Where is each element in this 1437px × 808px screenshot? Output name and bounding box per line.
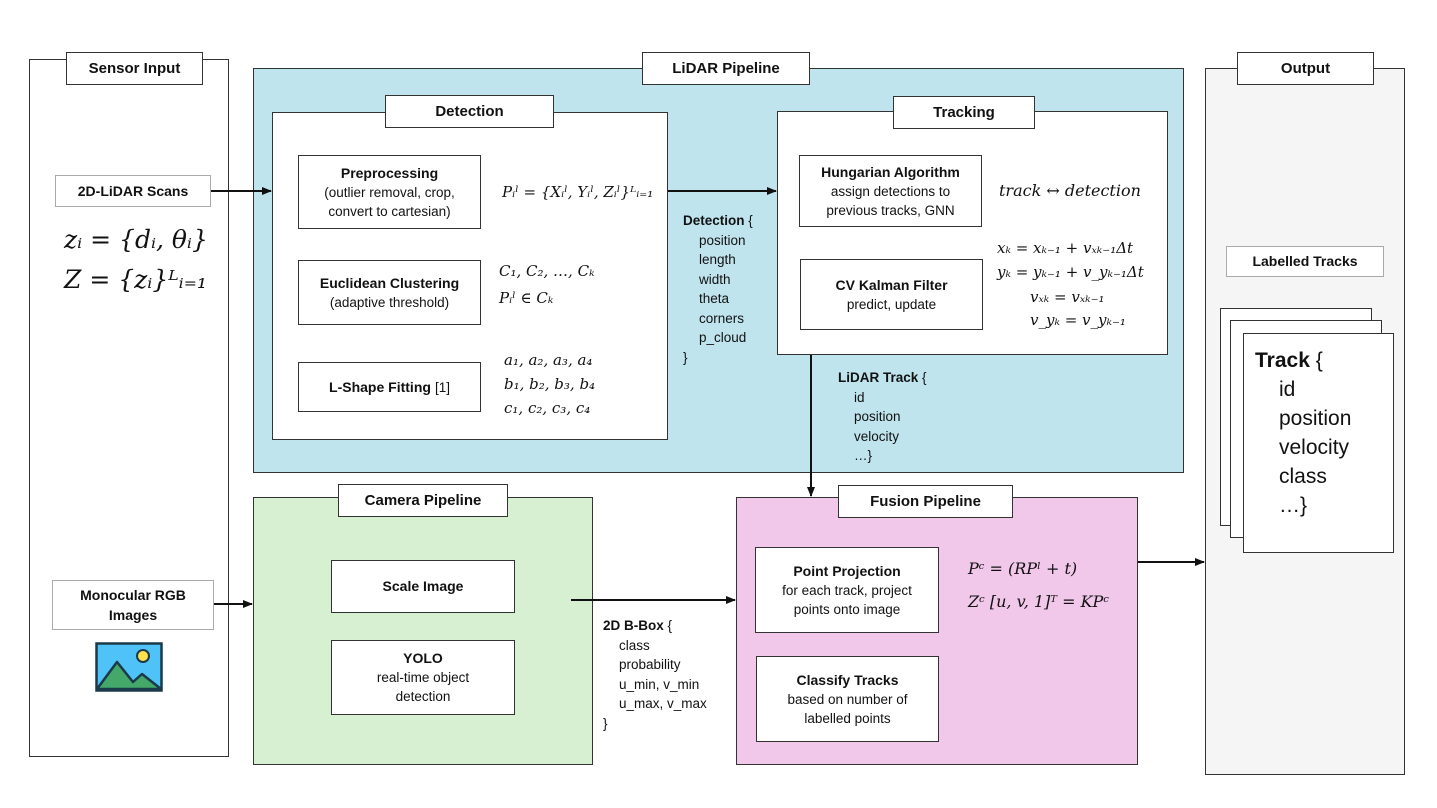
tracking-title: Tracking xyxy=(893,96,1035,129)
bbox-struct-name: 2D B-Box xyxy=(603,618,664,633)
kalman-title: CV Kalman Filter xyxy=(835,276,948,293)
detection-title: Detection xyxy=(385,95,554,128)
scale-image-title: Scale Image xyxy=(382,578,464,594)
clustering-title: Euclidean Clustering xyxy=(319,274,460,291)
preprocessing-step: Preprocessing (outlier removal, crop, co… xyxy=(298,155,481,229)
labelled-tracks-text: Labelled Tracks xyxy=(1252,253,1358,269)
projection-equation-2: Zᶜ [u, v, 1]ᵀ = KPᶜ xyxy=(968,592,1109,611)
detection-field: position xyxy=(699,232,746,248)
scale-image-step: Scale Image xyxy=(331,560,515,613)
sensor-input-title: Sensor Input xyxy=(66,52,203,85)
clustering-step: Euclidean Clustering (adaptive threshold… xyxy=(298,260,481,325)
preprocessing-desc-2: convert to cartesian) xyxy=(328,203,451,219)
track-field: class xyxy=(1279,465,1327,488)
projection-desc-2: points onto image xyxy=(793,601,901,617)
projection-desc-1: for each track, project xyxy=(782,582,912,598)
lidar-scan-equation-2: Z = {zᵢ}ᴸᵢ₌₁ xyxy=(64,265,207,294)
track-field: velocity xyxy=(1279,436,1350,459)
lshape-fitting-step: L-Shape Fitting [1] xyxy=(298,362,481,412)
hungarian-desc-1: assign detections to xyxy=(830,183,951,199)
point-projection-step: Point Projection for each track, project… xyxy=(755,547,939,633)
kalman-desc: predict, update xyxy=(846,296,937,312)
kalman-equation-2: yₖ = yₖ₋₁ + v_yₖ₋₁Δt xyxy=(997,263,1144,281)
output-title: Output xyxy=(1237,52,1374,85)
lidar-pipeline-title: LiDAR Pipeline xyxy=(642,52,810,85)
hungarian-title: Hungarian Algorithm xyxy=(821,163,960,180)
lidar-scan-equation-1: zᵢ = {dᵢ, θᵢ} xyxy=(64,225,208,254)
lidar-track-field: position xyxy=(854,409,901,424)
detection-field: p_cloud xyxy=(699,330,747,345)
lidar-scans-input: 2D-LiDAR Scans xyxy=(55,175,211,207)
yolo-step: YOLO real-time object detection xyxy=(331,640,515,715)
lidar-track-field: velocity xyxy=(854,428,900,444)
preprocessing-desc-1: (outlier removal, crop, xyxy=(324,184,455,200)
rgb-images-label-2: Images xyxy=(108,607,158,623)
yolo-desc-2: detection xyxy=(395,689,451,704)
yolo-title: YOLO xyxy=(403,650,443,666)
bbox-field: class xyxy=(619,637,650,653)
classify-desc-2: labelled points xyxy=(804,710,891,726)
kalman-step: CV Kalman Filter predict, update xyxy=(800,259,983,330)
detection-field: length xyxy=(699,252,736,267)
bbox-field: u_min, v_min xyxy=(619,676,700,692)
track-field: id xyxy=(1279,378,1296,401)
detection-field: width xyxy=(699,271,731,287)
preprocessing-equation: Pᵢˡ = {Xᵢˡ, Yᵢˡ, Zᵢˡ}ᴸᵢ₌₁ xyxy=(502,183,654,201)
bbox-struct-close: } xyxy=(603,715,608,731)
lidar-track-struct-name: LiDAR Track xyxy=(838,370,919,385)
hungarian-step: Hungarian Algorithm assign detections to… xyxy=(799,155,982,227)
yolo-desc-1: real-time object xyxy=(376,670,470,685)
kalman-equation-3: vₓₖ = vₓₖ₋₁ xyxy=(1030,288,1105,306)
classify-tracks-step: Classify Tracks based on number of label… xyxy=(756,656,939,742)
clustering-equation-1: C₁, C₂, …, Cₖ xyxy=(499,262,595,280)
clustering-desc: (adaptive threshold) xyxy=(329,294,450,310)
detection-struct-name: Detection xyxy=(683,213,745,228)
bbox-struct: 2D B-Box { class probability u_min, v_mi… xyxy=(603,616,707,733)
kalman-equation-1: xₖ = xₖ₋₁ + vₓₖ₋₁Δt xyxy=(997,239,1134,257)
image-icon xyxy=(95,642,163,692)
classify-desc-1: based on number of xyxy=(787,691,908,707)
track-field: position xyxy=(1279,407,1352,430)
preprocessing-title: Preprocessing xyxy=(340,164,439,181)
track-struct-close: …} xyxy=(1279,494,1308,517)
bbox-field: probability xyxy=(619,657,681,672)
lshape-equation-c: c₁, c₂, c₃, c₄ xyxy=(504,399,591,417)
rgb-images-input: Monocular RGB Images xyxy=(52,580,214,630)
detection-struct-open: { xyxy=(748,213,753,228)
camera-pipeline-panel xyxy=(253,497,593,765)
detection-field: theta xyxy=(699,291,730,306)
association-equation: track ↔ detection xyxy=(999,181,1141,200)
lidar-track-field: id xyxy=(854,389,865,405)
bbox-struct-open: { xyxy=(667,618,673,633)
lidar-scans-label: 2D-LiDAR Scans xyxy=(77,182,189,199)
track-struct-open: { xyxy=(1315,349,1323,372)
lshape-reference: [1] xyxy=(434,379,450,395)
camera-pipeline-title: Camera Pipeline xyxy=(338,484,508,517)
lidar-track-struct: LiDAR Track { id position velocity …} xyxy=(838,368,927,466)
track-struct-name: Track xyxy=(1255,349,1310,372)
lshape-equation-b: b₁, b₂, b₃, b₄ xyxy=(504,375,596,393)
clustering-equation-2: Pᵢˡ ∈ Cₖ xyxy=(499,289,554,307)
classify-title: Classify Tracks xyxy=(796,671,899,688)
kalman-equation-4: v_yₖ = v_yₖ₋₁ xyxy=(1030,311,1126,329)
detection-field: corners xyxy=(699,310,745,326)
detection-struct: Detection { position length width theta … xyxy=(683,211,753,367)
rgb-images-label-1: Monocular RGB xyxy=(80,587,186,603)
lshape-equation-a: a₁, a₂, a₃, a₄ xyxy=(504,351,593,369)
hungarian-desc-2: previous tracks, GNN xyxy=(826,202,955,218)
lidar-track-struct-open: { xyxy=(922,370,927,385)
fusion-pipeline-title: Fusion Pipeline xyxy=(838,485,1013,518)
track-card: Track { id position velocity class …} xyxy=(1243,333,1394,553)
detection-struct-close: } xyxy=(683,349,688,365)
projection-equation-1: Pᶜ = (RPˡ + t) xyxy=(968,559,1078,578)
labelled-tracks-label: Labelled Tracks xyxy=(1226,246,1384,277)
lidar-track-struct-close: …} xyxy=(854,448,873,463)
projection-title: Point Projection xyxy=(793,562,901,579)
lshape-title: L-Shape Fitting xyxy=(329,378,431,395)
bbox-field: u_max, v_max xyxy=(619,696,707,711)
